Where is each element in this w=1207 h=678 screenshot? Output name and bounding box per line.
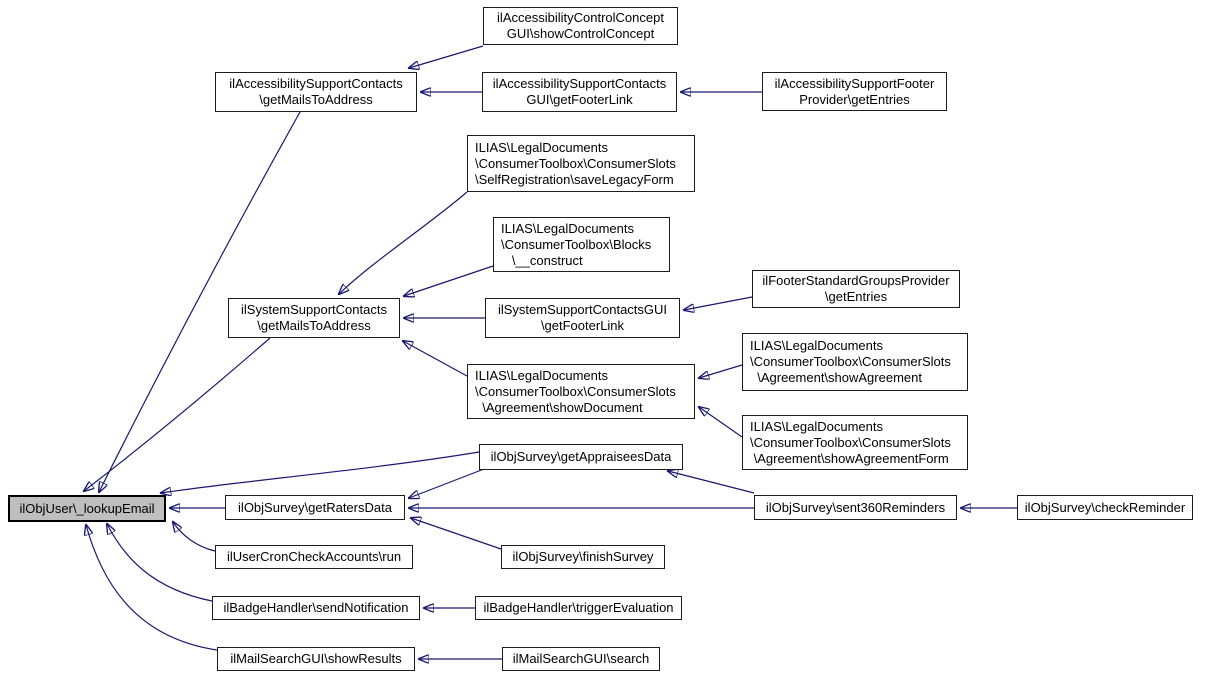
edge-showControlConcept-to-accGetMails [409,45,484,68]
edge-showDocument-to-sysGetMails [403,341,468,377]
node-ilbadgehandler-triggerevaluation[interactable]: ilBadgeHandler\triggerEvaluation [475,596,682,620]
edge-blocksConstruct-to-sysGetMails [404,265,494,296]
edge-cronRun-to-lookupEmail [173,522,216,552]
edge-showAgreementForm-to-showDocument [699,407,743,438]
edge-saveLegacyForm-to-sysGetMails [339,191,468,294]
node-agreement-showagreementform[interactable]: ILIAS\LegalDocuments \ConsumerToolbox\Co… [742,415,968,470]
edge-sent360Reminders-to-getAppraiseesData [668,471,755,494]
edge-accGetMails-to-lookupEmail [99,111,301,492]
edge-sendNotification-to-lookupEmail [107,524,213,602]
edge-showResults-to-lookupEmail [86,525,218,651]
edge-sysGetMails-to-lookupEmail [84,337,271,491]
node-ilusercroncheckaccounts-run[interactable]: ilUserCronCheckAccounts\run [215,545,413,569]
node-ilsystemsupportcontactsgui-getfooterlink[interactable]: ilSystemSupportContactsGUI \getFooterLin… [485,298,680,338]
edge-getAppraiseesData-to-lookupEmail [161,451,480,493]
node-selfregistration-savelegacyform[interactable]: ILIAS\LegalDocuments \ConsumerToolbox\Co… [467,135,695,192]
node-ilaccessibilitysupportfooterprovider-getentries[interactable]: ilAccessibilitySupportFooter Provider\ge… [762,72,947,111]
node-ilmailsearchgui-search[interactable]: ilMailSearchGUI\search [502,647,660,671]
edge-getAppraiseesData-to-getRatersData [409,468,485,498]
node-agreement-showagreement[interactable]: ILIAS\LegalDocuments \ConsumerToolbox\Co… [742,333,968,391]
node-ilaccessibilitysupportcontactsgui-getfooterlink[interactable]: ilAccessibilitySupportContacts GUI\getFo… [482,72,677,112]
edge-showAgreement-to-showDocument [699,364,743,378]
node-ilfooterstandardgroupsprovider-getentries[interactable]: ilFooterStandardGroupsProvider \getEntri… [752,270,960,308]
node-ilobjsurvey-getappraiseesdata[interactable]: ilObjSurvey\getAppraiseesData [479,444,683,470]
node-ilobjsurvey-getratersdata[interactable]: ilObjSurvey\getRatersData [225,495,405,520]
node-consumertoolbox-blocks-construct[interactable]: ILIAS\LegalDocuments \ConsumerToolbox\Bl… [493,217,670,272]
node-agreement-showdocument[interactable]: ILIAS\LegalDocuments \ConsumerToolbox\Co… [467,364,695,419]
node-ilaccessibilitysupportcontacts-getmailstoaddress[interactable]: ilAccessibilitySupportContacts \getMails… [215,72,417,112]
edge-finishSurvey-to-getRatersData [411,518,502,550]
node-ilaccessibilitycontrolconceptgui-showcontrolconcept[interactable]: ilAccessibilityControlConcept GUI\showCo… [483,7,678,45]
node-ilsystemsupportcontacts-getmailstoaddress[interactable]: ilSystemSupportContacts \getMailsToAddre… [228,298,400,338]
node-ilmailsearchgui-showresults[interactable]: ilMailSearchGUI\showResults [217,647,415,671]
node-ilbadgehandler-sendnotification[interactable]: ilBadgeHandler\sendNotification [212,596,420,620]
node-ilobjsurvey-finishsurvey[interactable]: ilObjSurvey\finishSurvey [501,545,665,569]
node-ilobjsurvey-checkreminder[interactable]: ilObjSurvey\checkReminder [1017,495,1193,520]
edge-footerGroupsEntries-to-sysGetFooterLink [684,296,753,310]
node-ilobjuser-lookupemail: ilObjUser\_lookupEmail [8,495,166,522]
node-ilobjsurvey-sent360reminders[interactable]: ilObjSurvey\sent360Reminders [754,495,957,520]
